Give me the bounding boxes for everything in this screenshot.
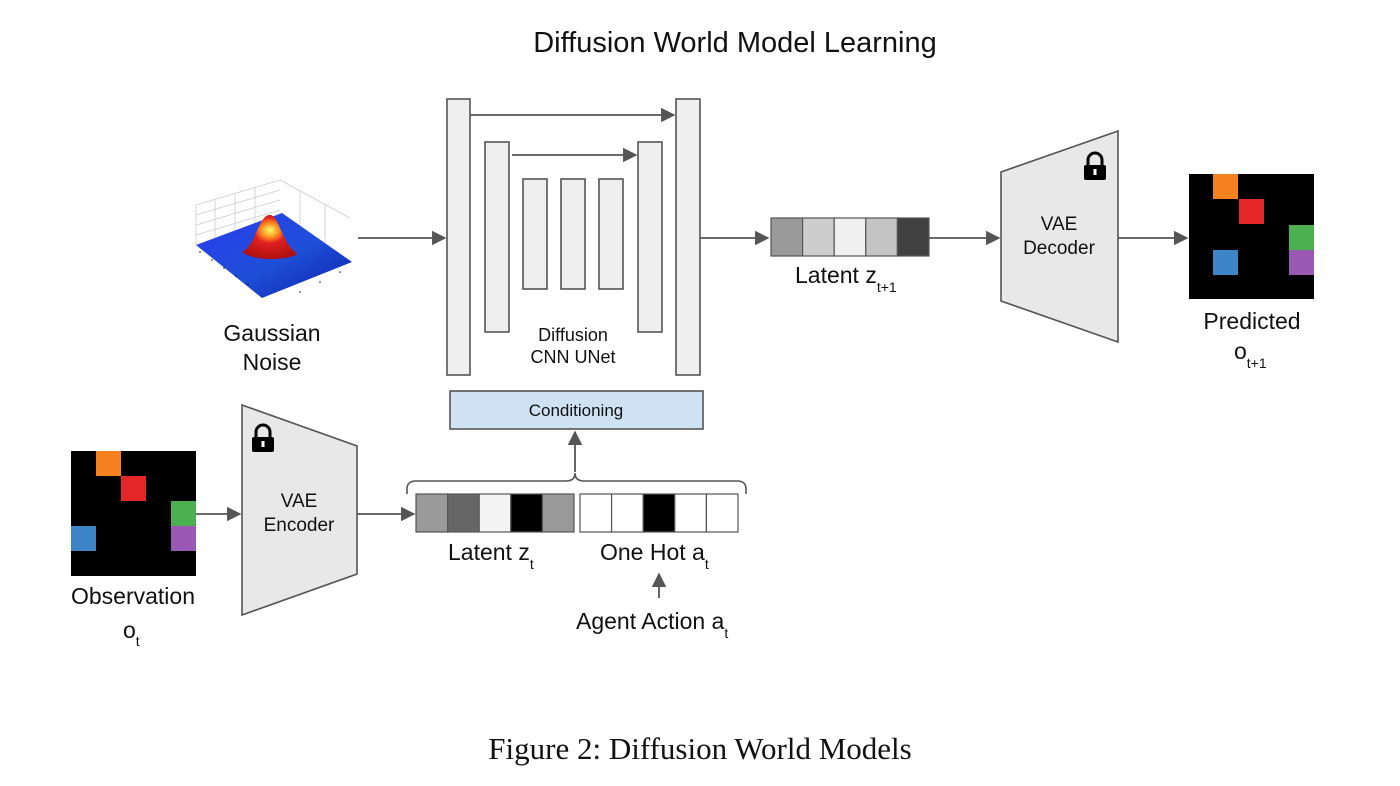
latent-t-subscript: t xyxy=(530,556,534,572)
one-hot-cell xyxy=(674,493,707,533)
unet-bottleneck-block-1 xyxy=(522,178,548,290)
encoder-label-line2: Encoder xyxy=(264,515,335,536)
one-hot-subscript: t xyxy=(705,556,709,572)
one-hot-vector xyxy=(579,493,739,533)
latent-t-cell xyxy=(415,493,449,533)
latent-next-vector xyxy=(770,217,930,257)
agent-action-label-text: Agent Action a xyxy=(576,608,725,634)
one-hot-label-text: One Hot a xyxy=(600,539,705,565)
vae-encoder xyxy=(241,403,358,617)
one-hot-cell xyxy=(579,493,613,533)
unet-bottleneck-block-3 xyxy=(598,178,624,290)
diffusion-unet xyxy=(446,98,701,376)
vae-decoder xyxy=(1000,129,1119,344)
lock-icon xyxy=(1084,151,1106,180)
latent-next-label: Latent zt+1 xyxy=(795,262,897,295)
latent-next-cell xyxy=(770,217,804,257)
unet-bottleneck-block-2 xyxy=(560,178,586,290)
noise-label-line2: Noise xyxy=(243,349,302,375)
unet-inner-left-block xyxy=(484,141,510,333)
observation-grid xyxy=(71,451,196,576)
observation-subscript: t xyxy=(136,633,140,649)
predicted-green-tile xyxy=(1289,225,1314,250)
one-hot-cell xyxy=(642,493,676,533)
latent-t-label-text: Latent z xyxy=(448,539,530,565)
observation-green-tile xyxy=(171,501,196,526)
gaussian-surface-icon xyxy=(195,179,352,298)
lock-icon xyxy=(252,423,274,452)
figure-caption: Figure 2: Diffusion World Models xyxy=(488,731,911,766)
unet-outer-left-block xyxy=(446,98,471,376)
observation-blue-tile xyxy=(71,526,96,551)
latent-next-cell xyxy=(896,217,930,257)
latent-t-cell xyxy=(447,493,480,533)
unet-label-line1: Diffusion xyxy=(538,325,608,345)
noise-label-line1: Gaussian xyxy=(223,320,320,346)
decoder-label-line1: VAE xyxy=(1041,214,1078,235)
observation-label: Observation xyxy=(71,583,195,609)
latent-t-cell xyxy=(510,493,543,533)
unet-label-line2: CNN UNet xyxy=(530,347,615,367)
latent-next-label-text: Latent z xyxy=(795,262,877,288)
one-hot-cell xyxy=(705,493,739,533)
latent-t-vector xyxy=(415,493,575,533)
conditioning-box xyxy=(449,390,704,430)
predicted-red-tile xyxy=(1239,199,1264,224)
conditioning-label: Conditioning xyxy=(529,401,624,420)
latent-next-cell xyxy=(801,217,835,257)
observation-symbol-text: o xyxy=(123,617,136,643)
latent-next-cell xyxy=(833,217,867,257)
unet-outer-right-block xyxy=(675,98,701,376)
agent-action-subscript: t xyxy=(724,625,728,641)
predicted-orange-tile xyxy=(1213,174,1238,199)
observation-purple-tile xyxy=(171,526,196,551)
observation-symbol: ot xyxy=(123,617,140,649)
latent-t-cell xyxy=(478,493,512,533)
latent-t-cell xyxy=(541,493,575,533)
diagram-title: Diffusion World Model Learning xyxy=(533,27,937,59)
unet-inner-right-block xyxy=(637,141,663,333)
predicted-label: Predicted xyxy=(1203,308,1300,334)
predicted-subscript: t+1 xyxy=(1247,355,1267,371)
predicted-observation-grid xyxy=(1189,174,1314,299)
predicted-symbol-text: o xyxy=(1234,338,1247,364)
predicted-purple-tile xyxy=(1289,250,1314,275)
observation-red-tile xyxy=(121,476,146,501)
observation-orange-tile xyxy=(96,451,121,476)
predicted-blue-tile xyxy=(1213,250,1238,275)
encoder-label-line1: VAE xyxy=(281,491,318,512)
concat-brace xyxy=(406,472,747,494)
decoder-label-line2: Decoder xyxy=(1023,238,1095,259)
agent-action-label: Agent Action at xyxy=(576,608,728,641)
latent-next-subscript: t+1 xyxy=(877,279,897,295)
predicted-symbol: ot+1 xyxy=(1234,338,1267,371)
one-hot-label: One Hot at xyxy=(600,539,709,572)
latent-t-label: Latent zt xyxy=(448,539,534,572)
one-hot-cell xyxy=(610,493,644,533)
latent-next-cell xyxy=(865,217,898,257)
